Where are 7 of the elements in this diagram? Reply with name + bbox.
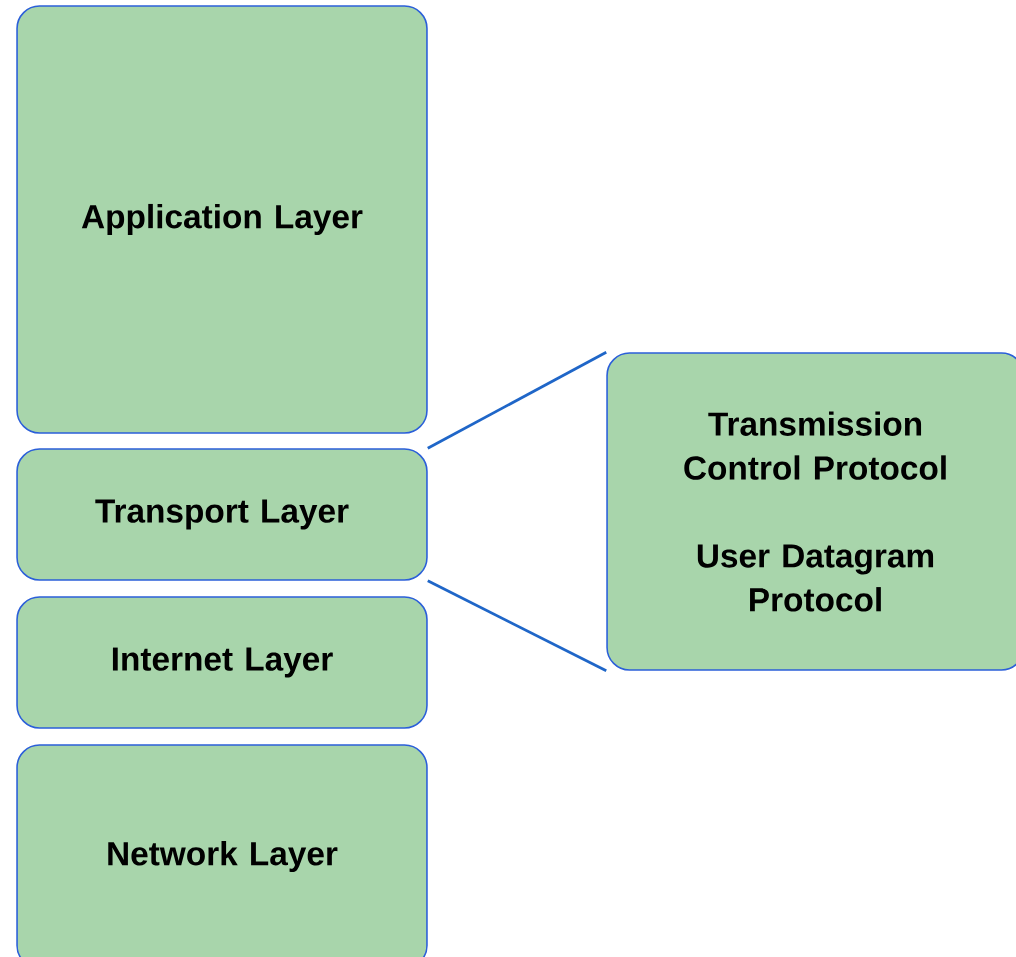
layer-box: Application Layer — [16, 5, 428, 434]
connector-line — [427, 351, 607, 450]
connector-line — [427, 579, 607, 673]
layer-box: Transport Layer — [16, 448, 428, 581]
layer-box: Network Layer — [16, 744, 428, 957]
layer-box: Internet Layer — [16, 596, 428, 729]
layer-box: Transmission Control Protocol User Datagram Protocol — [606, 352, 1016, 671]
